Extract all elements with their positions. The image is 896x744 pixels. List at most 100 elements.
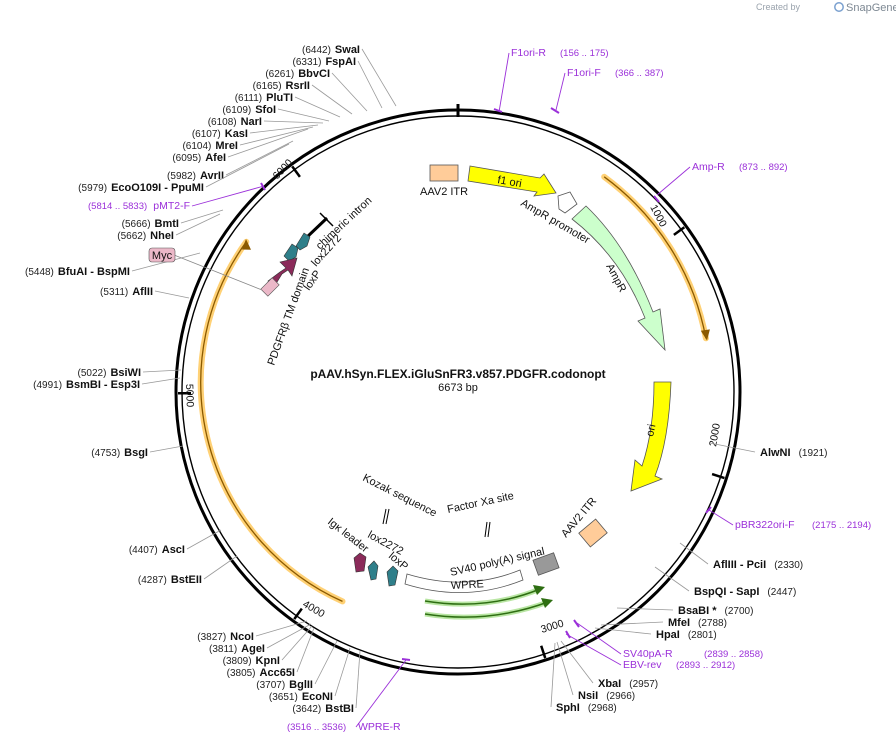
enzyme-position: (6107) xyxy=(192,129,221,140)
enzyme-sphi[interactable]: SphI(2968) xyxy=(550,642,617,714)
enzyme-position: (3642) xyxy=(292,704,321,715)
enzyme-alwni[interactable]: AlwNI (1921) xyxy=(709,442,828,459)
enzyme-mfei[interactable]: MfeI(2788) xyxy=(600,617,727,629)
primer-leader-line xyxy=(708,509,734,526)
enzyme-agei[interactable]: AgeI(3811) xyxy=(209,623,312,655)
enzyme-name: AlwNI xyxy=(760,447,791,459)
enzyme-asci[interactable]: AscI(4407) xyxy=(129,529,222,556)
enzyme-leader-line xyxy=(249,124,319,134)
enzyme-leader-line xyxy=(175,213,221,236)
enzyme-avrii[interactable]: AvrII(5982) xyxy=(167,140,294,182)
primer-pmt2-f[interactable]: pMT2-F(5814 .. 5833) xyxy=(88,182,266,212)
enzyme-ncoi[interactable]: NcoI(3827) xyxy=(197,620,308,643)
enzyme-nsii[interactable]: NsiI(2966) xyxy=(556,641,635,702)
wpre-arrow xyxy=(404,569,524,593)
enzyme-name: BstEII xyxy=(171,574,202,586)
enzyme-bsmbi-esp3i[interactable]: BsmBI - Esp3I(4991) xyxy=(33,377,181,391)
enzyme-position: (5311) xyxy=(100,287,128,298)
enzyme-bbvci[interactable]: BbvCI(6261) xyxy=(265,68,368,112)
enzyme-leader-line xyxy=(203,555,238,580)
enzyme-position: (6109) xyxy=(222,105,251,116)
enzyme-leader-line xyxy=(594,627,652,635)
enzyme-leader-line xyxy=(227,128,309,158)
enzyme-nari[interactable]: NarI(6108) xyxy=(208,116,324,128)
enzyme-bsabi[interactable]: BsaBI * (2700) xyxy=(616,605,754,617)
enzyme-name: HpaI xyxy=(656,629,680,641)
chimeric-intron-cap xyxy=(319,212,334,227)
enzyme-position: (5662) xyxy=(117,231,146,242)
enzyme-ecoo109i-ppumi[interactable]: EcoO109I - PpuMI(5979) xyxy=(78,143,290,194)
enzyme-position: (6331) xyxy=(293,57,322,68)
enzyme-sfoi[interactable]: SfoI(6109) xyxy=(222,104,330,122)
enzyme-position: (6165) xyxy=(253,81,282,92)
primer-leader-line xyxy=(565,633,622,666)
primer-wpre-r[interactable]: WPRE-R(3516 .. 3536) xyxy=(287,658,411,733)
enzyme-bmti[interactable]: BmtI(5666) xyxy=(122,209,224,230)
enzyme-name: AvrII xyxy=(200,170,224,182)
primer-name: pMT2-F xyxy=(153,200,190,212)
tick-mark-3 xyxy=(540,645,547,659)
primer-f1ori-f[interactable]: F1ori-F(366 .. 387) xyxy=(550,67,664,114)
enzyme-name: MfeI xyxy=(668,617,690,629)
enzyme-leader-line xyxy=(296,627,315,673)
enzyme-hpai[interactable]: HpaI(2801) xyxy=(594,627,717,641)
enzyme-bstbi[interactable]: BstBI(3642) xyxy=(292,650,361,715)
enzyme-leader-line xyxy=(205,143,290,188)
enzyme-position: (3805) xyxy=(227,668,256,679)
tick-label-2: 2000 xyxy=(707,422,723,447)
enzyme-bglii[interactable]: BglII(3707) xyxy=(256,640,338,691)
green-arrow-2 xyxy=(424,601,549,618)
enzyme-econi[interactable]: EcoNI(3651) xyxy=(269,647,351,703)
primer-amp-r[interactable]: Amp-R(873 .. 892) xyxy=(653,161,788,203)
myc-label-box xyxy=(148,247,176,263)
kozak-mark-b xyxy=(385,508,390,525)
enzyme-pluti[interactable]: PluTI(6111) xyxy=(235,92,341,118)
enzyme-afliii-pcii[interactable]: AflIII - PciI(2330) xyxy=(679,542,803,571)
primer-f1ori-r[interactable]: F1ori-R(156 .. 175) xyxy=(493,47,609,113)
green-arrow-1-head xyxy=(533,585,545,595)
enzyme-afei[interactable]: AfeI(6095) xyxy=(172,128,309,164)
enzyme-rsrii[interactable]: RsrII(6165) xyxy=(253,80,353,115)
snapgene-watermark: Created by SnapGene xyxy=(756,2,896,14)
enzyme-leader-line xyxy=(266,623,312,649)
enzyme-leader-line xyxy=(334,647,351,697)
enzyme-nhei[interactable]: NheI(5662) xyxy=(117,213,221,242)
enzyme-bspqi-sapi[interactable]: BspQI - SapI(2447) xyxy=(654,566,796,598)
primer-name: Amp-R xyxy=(692,161,725,173)
enzyme-kasi[interactable]: KasI (6107) xyxy=(192,124,319,140)
enzyme-bsteii[interactable]: BstEII (4287) xyxy=(138,555,238,586)
enzyme-kpni[interactable]: KpnI(3809) xyxy=(223,625,313,667)
enzyme-swai[interactable]: SwaI(6442) xyxy=(302,44,397,107)
enzyme-name: KasI xyxy=(225,128,248,140)
enzyme-xbai[interactable]: XbaI(2957) xyxy=(560,640,658,690)
tick-mark-1 xyxy=(673,226,686,236)
enzyme-position: (2700) xyxy=(725,606,754,617)
enzyme-position: (4287) xyxy=(138,575,167,586)
chimeric-intron-bar xyxy=(304,216,329,240)
enzyme-bsgi[interactable]: BsgI(4753) xyxy=(91,445,184,459)
enzyme-position: (3651) xyxy=(269,692,298,703)
enzyme-position: (1921) xyxy=(799,448,828,459)
enzyme-fspai[interactable]: FspAI(6331) xyxy=(293,56,383,109)
enzyme-leader-line xyxy=(357,60,383,109)
enzyme-leader-line xyxy=(294,96,341,118)
primer-leader-line xyxy=(355,659,407,728)
enzyme-name: BsgI xyxy=(124,447,148,459)
enzyme-mrei[interactable]: MreI(6104) xyxy=(182,126,314,152)
enzyme-name: FspAI xyxy=(325,56,356,68)
aav2-itr-top-label: AAV2 ITR xyxy=(420,186,468,198)
enzyme-position: (5979) xyxy=(78,183,107,194)
primer-pbr322ori-f[interactable]: pBR322ori-F(2175 .. 2194) xyxy=(705,506,871,531)
enzyme-name: BsaBI * xyxy=(678,605,717,617)
enzyme-position: (2330) xyxy=(774,560,803,571)
enzyme-leader-line xyxy=(616,607,674,611)
primer-ebv-rev[interactable]: EBV-rev(2893 .. 2912) xyxy=(565,630,735,671)
enzyme-aflii[interactable]: AflII(5311) xyxy=(100,286,190,299)
primer-sv40pa-r[interactable]: SV40pA-R(2839 .. 2858) xyxy=(573,619,763,660)
enzyme-leader-line xyxy=(281,625,313,661)
primer-name: pBR322ori-F xyxy=(735,519,795,531)
enzyme-acc65i[interactable]: Acc65I(3805) xyxy=(227,627,315,679)
sv40-polya-label: SV40 poly(A) signal xyxy=(449,545,546,578)
enzyme-bsiwi[interactable]: BsiWI(5022) xyxy=(78,367,182,379)
